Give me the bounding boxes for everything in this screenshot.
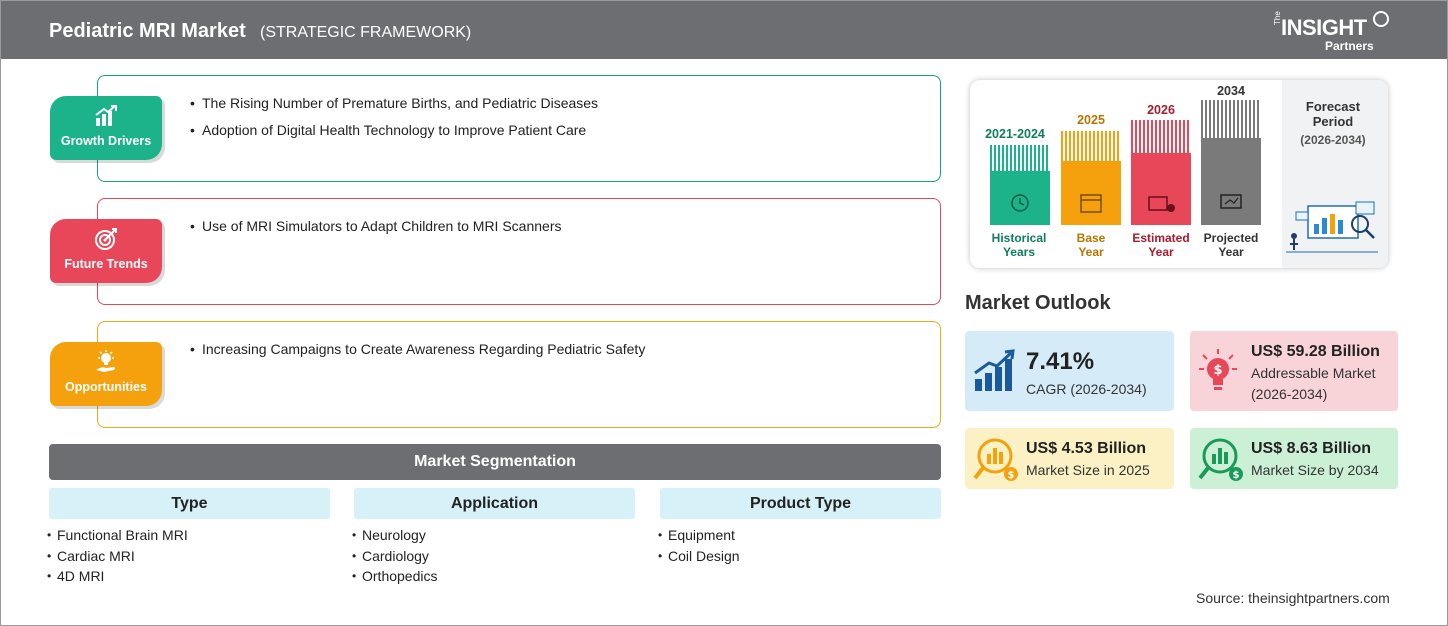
year-projected: 2034: [1217, 84, 1245, 98]
list-item: Adoption of Digital Health Technology to…: [190, 122, 598, 138]
future-trends-list: Use of MRI Simulators to Adapt Children …: [190, 218, 561, 245]
bar-projected: [1201, 100, 1261, 225]
future-trends-badge: Future Trends: [50, 219, 162, 283]
opportunities-box: Increasing Campaigns to Create Awareness…: [97, 321, 941, 428]
lightbulb-dollar-icon: $: [1199, 349, 1237, 390]
list-item: Neurology: [352, 525, 437, 546]
opportunities-list: Increasing Campaigns to Create Awareness…: [190, 341, 645, 368]
growth-drivers-list: The Rising Number of Premature Births, a…: [190, 95, 598, 149]
badge-label: Growth Drivers: [60, 134, 152, 148]
list-item: Increasing Campaigns to Create Awareness…: [190, 341, 645, 357]
growth-drivers-badge: Growth Drivers: [50, 96, 162, 160]
label-projected: Projected Year: [1203, 231, 1259, 259]
segment-list-application: Neurology Cardiology Orthopedics: [352, 525, 437, 587]
market-size-2025-label: Market Size in 2025: [1026, 462, 1150, 478]
target-icon: [95, 228, 117, 250]
list-item: Cardiac MRI: [47, 546, 188, 567]
segment-heading-type: Type: [49, 488, 330, 519]
list-item: 4D MRI: [47, 566, 188, 587]
future-trends-box: Use of MRI Simulators to Adapt Children …: [97, 198, 941, 305]
market-size-2034-label: Market Size by 2034: [1251, 462, 1379, 478]
list-item: Equipment: [658, 525, 740, 546]
market-size-2025-card: $ US$ 4.53 Billion Market Size in 2025: [965, 428, 1174, 489]
segmentation-title: Market Segmentation: [49, 444, 941, 480]
money-chart-icon: $: [1198, 438, 1243, 481]
source-link[interactable]: Source: theinsightpartners.com: [1196, 590, 1390, 606]
cagr-value: 7.41%: [1026, 348, 1095, 375]
segment-list-product-type: Equipment Coil Design: [658, 525, 740, 566]
presentation-icon: [1220, 194, 1242, 209]
page-subtitle: (STRATEGIC FRAMEWORK): [260, 24, 472, 41]
year-historical: 2021-2024: [985, 127, 1045, 141]
market-size-2025-value: US$ 4.53 Billion: [1026, 440, 1147, 457]
list-item: Use of MRI Simulators to Adapt Children …: [190, 218, 561, 234]
svg-text:$: $: [1008, 470, 1015, 481]
market-size-2034-value: US$ 8.63 Billion: [1251, 440, 1372, 457]
opportunities-badge: Opportunities: [50, 342, 162, 406]
addressable-market-card: $ US$ 59.28 Billion Addressable Market (…: [1190, 331, 1398, 411]
segment-heading-application: Application: [354, 488, 635, 519]
cagr-card: 7.41% CAGR (2026-2034): [965, 331, 1174, 411]
badge-label: Opportunities: [65, 380, 147, 394]
growth-bar-chart-icon: [95, 105, 117, 126]
svg-text:$: $: [1213, 363, 1222, 378]
list-item: The Rising Number of Premature Births, a…: [190, 95, 598, 111]
list-item: Functional Brain MRI: [47, 525, 188, 546]
company-logo: The INSIGHT Partners: [1273, 11, 1393, 55]
list-item: Cardiology: [352, 546, 437, 567]
lightbulb-hand-icon: [96, 350, 115, 372]
market-size-2034-card: $ US$ 8.63 Billion Market Size by 2034: [1190, 428, 1398, 489]
list-item: Orthopedics: [352, 566, 437, 587]
analytics-illustration-icon: [1286, 201, 1378, 253]
page-title: Pediatric MRI Market: [49, 20, 246, 42]
bar-base: [1061, 131, 1121, 225]
calendar-icon: [1080, 194, 1102, 213]
badge-label: Future Trends: [64, 257, 148, 271]
money-magnifier-icon: $: [973, 438, 1018, 481]
history-icon: [1011, 194, 1029, 212]
market-outlook-title: Market Outlook: [965, 292, 1111, 314]
year-estimated: 2026: [1147, 103, 1175, 117]
forecast-title: Forecast Period: [1305, 99, 1361, 129]
growth-chart-icon: [974, 349, 1015, 391]
segment-heading-product-type: Product Type: [660, 488, 941, 519]
bar-historical: [990, 145, 1050, 225]
forecast-range: (2026-2034): [1300, 133, 1366, 147]
year-base: 2025: [1077, 113, 1105, 127]
label-base: Base Year: [1076, 231, 1106, 259]
estimate-icon: [1148, 196, 1168, 211]
addressable-market-value: US$ 59.28 Billion: [1251, 343, 1380, 360]
cagr-label: CAGR (2026-2034): [1026, 381, 1147, 397]
list-item: Coil Design: [658, 546, 740, 567]
header-bar: Pediatric MRI Market (STRATEGIC FRAMEWOR…: [1, 1, 1447, 59]
bar-estimated: [1131, 120, 1191, 225]
svg-text:$: $: [1233, 470, 1240, 481]
label-estimated: Estimated Year: [1132, 231, 1190, 259]
label-historical: Historical Years: [991, 231, 1047, 259]
addressable-market-label: Addressable Market (2026-2034): [1251, 365, 1376, 402]
growth-drivers-box: The Rising Number of Premature Births, a…: [97, 75, 941, 182]
segment-list-type: Functional Brain MRI Cardiac MRI 4D MRI: [47, 525, 188, 587]
